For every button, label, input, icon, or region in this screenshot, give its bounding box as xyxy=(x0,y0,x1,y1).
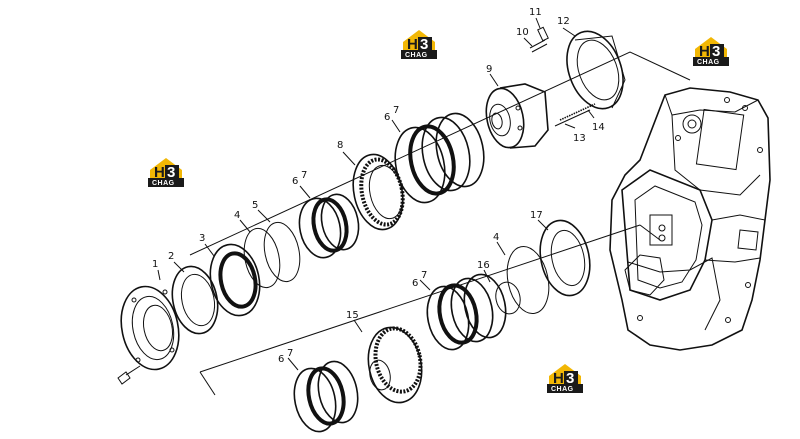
svg-text:H: H xyxy=(154,164,165,181)
part-10-11-pins xyxy=(529,26,549,53)
callout-11: 11 xyxy=(529,7,542,18)
leader-lines xyxy=(157,17,595,371)
svg-text:CHAG: CHAG xyxy=(697,59,720,66)
part-13-14-springs xyxy=(554,103,596,127)
callout-labels: 1 2 3 4 5 6 7 8 6 7 9 10 11 12 13 14 4 1… xyxy=(152,7,605,365)
svg-text:CHAG: CHAG xyxy=(551,386,574,393)
callout-6-d: 6 xyxy=(278,354,284,365)
callout-2: 2 xyxy=(168,251,174,262)
callout-7-c: 7 xyxy=(421,270,427,281)
part-3-bearing-cover xyxy=(209,243,261,317)
callout-1: 1 xyxy=(152,259,158,270)
callout-7-d: 7 xyxy=(287,348,293,359)
callout-7-b: 7 xyxy=(393,105,399,116)
svg-text:3: 3 xyxy=(566,370,574,387)
part-17-seal-plate xyxy=(539,219,591,297)
svg-text:3: 3 xyxy=(712,43,720,60)
transmission-housing xyxy=(609,87,771,351)
part-4-16-orings-lower xyxy=(495,245,550,315)
callout-4-upper: 4 xyxy=(234,210,240,221)
clutch-pack-d xyxy=(293,360,359,433)
callout-7-a: 7 xyxy=(301,170,307,181)
svg-text:3: 3 xyxy=(420,36,428,53)
clutch-pack-a xyxy=(298,193,360,259)
callout-10: 10 xyxy=(516,27,529,38)
callout-15: 15 xyxy=(346,310,359,321)
watermark-logo-3: H 3 CHAG xyxy=(148,158,184,187)
callout-13: 13 xyxy=(573,133,586,144)
svg-text:CHAG: CHAG xyxy=(405,52,428,59)
watermark-logo-1: H 3 CHAG xyxy=(401,30,437,59)
callout-9: 9 xyxy=(486,64,492,75)
callout-14: 14 xyxy=(592,122,605,133)
clutch-pack-c xyxy=(426,273,507,351)
part-2-seal xyxy=(171,265,219,335)
svg-text:H: H xyxy=(553,370,564,387)
svg-text:H: H xyxy=(699,43,710,60)
callout-8: 8 xyxy=(337,140,343,151)
svg-text:H: H xyxy=(407,36,418,53)
clutch-pack-b xyxy=(394,112,485,204)
svg-text:3: 3 xyxy=(167,164,175,181)
part-9-carrier xyxy=(485,83,549,149)
watermark-logo-4: H 3 CHAG xyxy=(547,364,583,393)
part-12-piston-housing xyxy=(566,30,626,110)
part-8-ring-gear xyxy=(352,153,405,231)
assembly-guide-lines xyxy=(189,51,691,396)
callout-16: 16 xyxy=(477,260,490,271)
callout-17: 17 xyxy=(530,210,543,221)
svg-text:CHAG: CHAG xyxy=(152,180,175,187)
callout-12: 12 xyxy=(557,16,570,27)
part-4-5-orings xyxy=(243,221,301,289)
callout-4-lower: 4 xyxy=(493,232,499,243)
callout-5: 5 xyxy=(252,200,258,211)
callout-6-b: 6 xyxy=(384,112,390,123)
end-cover-plate xyxy=(117,285,180,385)
part-15-gear-assembly xyxy=(367,326,423,404)
callout-6-c: 6 xyxy=(412,278,418,289)
callout-6-a: 6 xyxy=(292,176,298,187)
watermark-logo-2: H 3 CHAG xyxy=(693,37,729,66)
callout-3: 3 xyxy=(199,233,205,244)
